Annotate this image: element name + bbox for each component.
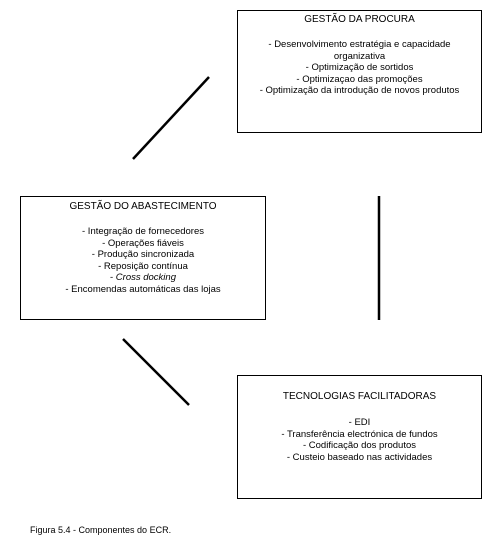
item-list: - EDI - Transferência electrónica de fun…: [242, 417, 477, 463]
list-item: - Produção sincronizada: [91, 249, 195, 260]
list-item: - Operações fiáveis: [102, 237, 184, 249]
box-gestao-do-abastecimento: GESTÃO DO ABASTECIMENTO - Integração de …: [20, 196, 266, 320]
box-tecnologias-facilitadoras: TECNOLOGIAS FACILITADORAS - EDI - Transf…: [237, 375, 482, 499]
list-item: - Optimização de sortidos: [305, 62, 414, 73]
item-list: - Integração de fornecedores - Operações…: [25, 226, 261, 295]
list-item: - Custeio baseado nas actividades: [286, 451, 433, 463]
item-list: - Desenvolvimento estratégia e capacidad…: [242, 39, 477, 97]
box-title: GESTÃO DO ABASTECIMENTO: [69, 201, 217, 212]
list-item: - Desenvolvimento estratégia e capacidad…: [268, 39, 451, 62]
box-title: GESTÃO DA PROCURA: [304, 14, 415, 25]
list-item: - Transferência electrónica de fundos: [281, 428, 438, 440]
list-item: - Optimizaçao das promoções: [296, 73, 423, 85]
list-item: - EDI: [348, 417, 371, 428]
list-item-prefix: -: [109, 272, 116, 283]
list-item: - Encomendas automáticas das lojas: [65, 283, 221, 295]
connector-abastecimento-procura: [132, 76, 210, 160]
list-item-italic-term: Cross docking: [115, 272, 176, 283]
connector-abastecimento-tecnologias: [122, 338, 190, 406]
box-gestao-da-procura: GESTÃO DA PROCURA - Desenvolvimento estr…: [237, 10, 482, 133]
list-item: - Optimização da introdução de novos pro…: [259, 85, 460, 96]
list-item: - Cross docking: [25, 272, 261, 284]
list-item: - Codificação dos produtos: [302, 440, 416, 451]
figure-caption: Figura 5.4 - Componentes do ECR.: [30, 525, 172, 535]
box-title: TECNOLOGIAS FACILITADORAS: [282, 391, 437, 402]
list-item: - Reposição contínua: [98, 260, 188, 272]
list-item: - Integração de fornecedores: [82, 226, 204, 237]
